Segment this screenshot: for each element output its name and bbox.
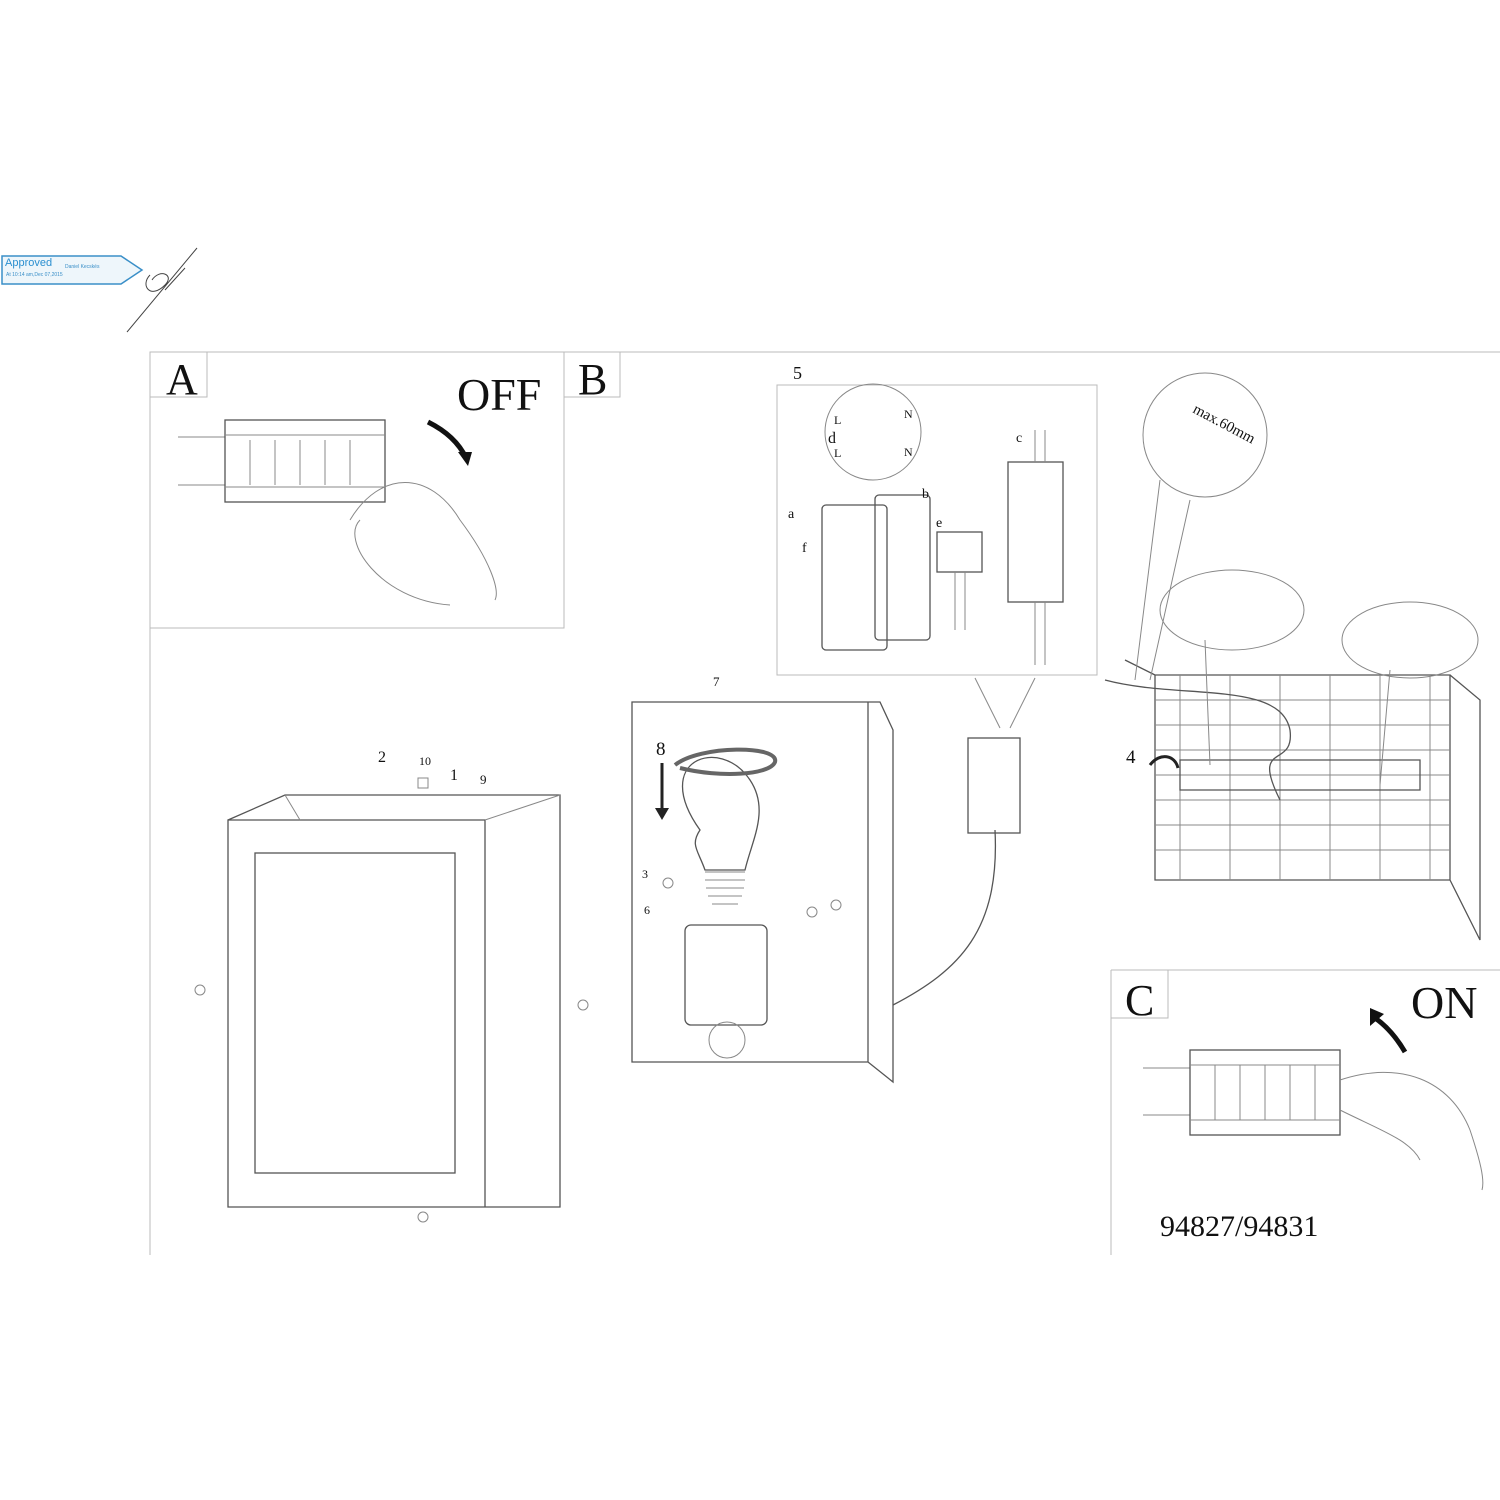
stamp-datetime: At 10:14 am,Dec 07,2015 xyxy=(6,272,63,278)
junction-box xyxy=(967,677,1036,834)
terminal-l-bottom: L xyxy=(834,446,841,460)
breaker-panel-a xyxy=(178,419,497,606)
step-b-label: B xyxy=(578,355,607,404)
callout-c: c xyxy=(1016,431,1022,446)
lamp-housing xyxy=(194,777,589,1223)
callout-a: a xyxy=(788,507,795,522)
callout-e: e xyxy=(936,516,942,531)
breaker-panel-c xyxy=(1143,1049,1484,1191)
step-a-label: A xyxy=(166,355,198,404)
off-label: OFF xyxy=(457,369,541,420)
callout-5: 5 xyxy=(793,363,802,383)
stamp-status: Approved xyxy=(5,257,53,269)
terminal-n-bottom: N xyxy=(904,445,913,459)
on-arrowhead-icon xyxy=(1370,1008,1384,1026)
callout-8: 8 xyxy=(656,739,666,760)
stamp-approver: Daniel Kecskés xyxy=(65,264,100,270)
callout-1: 1 xyxy=(450,767,458,784)
terminal-l-top: L xyxy=(834,413,841,427)
callout-10: 10 xyxy=(419,754,431,768)
on-arrow-icon xyxy=(1373,1015,1408,1054)
down-arrowhead-icon xyxy=(655,808,669,820)
off-arrowhead-icon xyxy=(458,452,472,466)
terminal-n-top: N xyxy=(904,407,913,421)
on-label: ON xyxy=(1411,977,1477,1028)
step-c-label: C xyxy=(1125,976,1154,1025)
callout-f: f xyxy=(802,541,807,556)
cable-strip-length: max.60mm xyxy=(1190,401,1258,447)
panel-frames xyxy=(149,351,1500,1255)
wiring-detail xyxy=(821,383,1064,665)
model-number: 94827/94831 xyxy=(1160,1210,1318,1243)
screw-rotate-icon xyxy=(1148,755,1180,769)
signature xyxy=(126,247,198,333)
callout-3: 3 xyxy=(642,867,648,881)
callout-d: d xyxy=(828,430,836,447)
callout-4: 4 xyxy=(1126,747,1136,768)
rotate-arrow-icon xyxy=(673,747,778,776)
callout-6: 6 xyxy=(644,903,650,917)
callout-b: b xyxy=(922,487,929,502)
approval-stamp: Approved Daniel Kecskés At 10:14 am,Dec … xyxy=(1,255,144,285)
callout-9: 9 xyxy=(480,772,487,787)
callout-7: 7 xyxy=(713,674,720,689)
wall-section xyxy=(1104,372,1481,941)
callout-2: 2 xyxy=(378,749,386,766)
back-plate xyxy=(631,701,997,1084)
